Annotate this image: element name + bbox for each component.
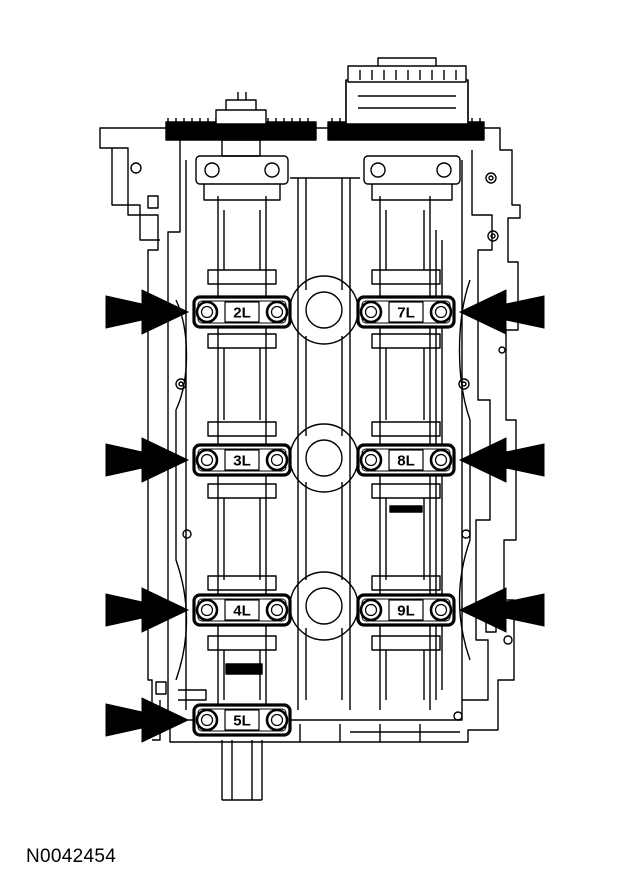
left-camshaft bbox=[207, 92, 277, 801]
left-camshaft-sprocket bbox=[165, 109, 317, 141]
center-gallery bbox=[290, 177, 360, 710]
cam-cap-5L: 5L bbox=[192, 703, 292, 737]
cam-cap-2L: 2L bbox=[192, 295, 292, 329]
spark-plug-bore bbox=[289, 571, 359, 641]
cam-cap-label: 4L bbox=[233, 603, 251, 620]
right-camshaft-sprocket bbox=[327, 57, 485, 141]
figure-reference-id: N0042454 bbox=[26, 846, 117, 867]
cam-cap-label: 9L bbox=[397, 603, 415, 620]
cam-cap-label: 2L bbox=[233, 305, 251, 322]
cam-cap-label: 8L bbox=[397, 453, 415, 470]
cam-cap-7L: 7L bbox=[356, 295, 456, 329]
front-cam-cap-left bbox=[195, 155, 289, 201]
cam-cap-4L: 4L bbox=[192, 593, 292, 627]
spark-plug-bore bbox=[289, 423, 359, 493]
cam-cap-9L: 9L bbox=[356, 593, 456, 627]
cam-cap-label: 7L bbox=[397, 305, 415, 322]
front-cam-cap-right bbox=[363, 155, 461, 201]
cam-cap-label: 3L bbox=[233, 453, 251, 470]
spark-plug-bore bbox=[289, 275, 359, 345]
arrow-to-cap-4L bbox=[105, 587, 190, 633]
arrow-to-cap-7L bbox=[458, 289, 545, 335]
cam-cap-label: 5L bbox=[233, 713, 251, 730]
cam-cap-8L: 8L bbox=[356, 443, 456, 477]
arrow-to-cap-9L bbox=[458, 587, 545, 633]
arrow-to-cap-8L bbox=[458, 437, 545, 483]
cylinder-head-outline bbox=[99, 127, 521, 743]
arrow-to-cap-3L bbox=[105, 437, 190, 483]
arrow-to-cap-2L bbox=[105, 289, 190, 335]
arrow-to-cap-5L bbox=[105, 697, 190, 743]
cam-cap-3L: 3L bbox=[192, 443, 292, 477]
